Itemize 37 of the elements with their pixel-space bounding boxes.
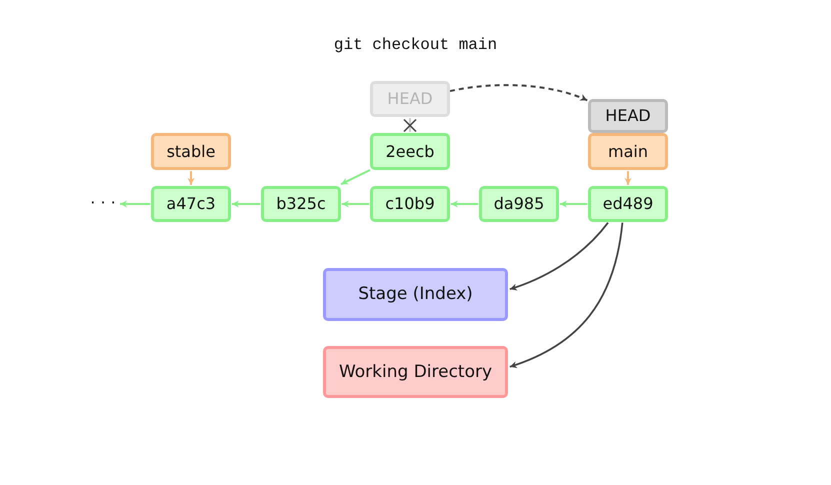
arrow [510,222,624,368]
commit-box [370,186,450,222]
node-label: stable [166,142,216,162]
stage-box [323,268,508,321]
arrow [450,200,478,208]
commit-box [261,186,341,222]
node-label: main [608,142,648,162]
arrow [342,200,370,208]
arrow [510,222,609,290]
node-label: c10b9 [385,194,435,214]
working-directory-box [323,346,508,398]
head-pointer-box [588,99,668,133]
node-label: HEAD [605,106,651,126]
node-label: a47c3 [166,194,216,214]
arrow [120,200,150,208]
previous-head-box [370,81,450,117]
arrow [450,84,588,102]
node-label: ed489 [602,194,654,214]
arrow [624,171,632,185]
arrow [188,171,194,185]
node-label: Working Directory [338,362,492,382]
arrow [340,169,370,186]
node-label: b325c [276,194,326,214]
commit-box [479,186,559,222]
node-label: 2eecb [386,142,434,162]
commit-box [151,186,231,222]
node-label: Stage (Index) [358,284,473,305]
commit-box [370,133,450,170]
arrow [560,200,588,208]
node-label: da985 [494,194,544,214]
ellipsis-text: · · · [86,190,120,214]
commit-box [588,186,668,222]
title: git checkout main [332,36,498,54]
branch-label-box [151,133,231,170]
node-label: HEAD [387,89,433,109]
arrow [232,200,260,208]
branch-label-box [588,133,668,170]
